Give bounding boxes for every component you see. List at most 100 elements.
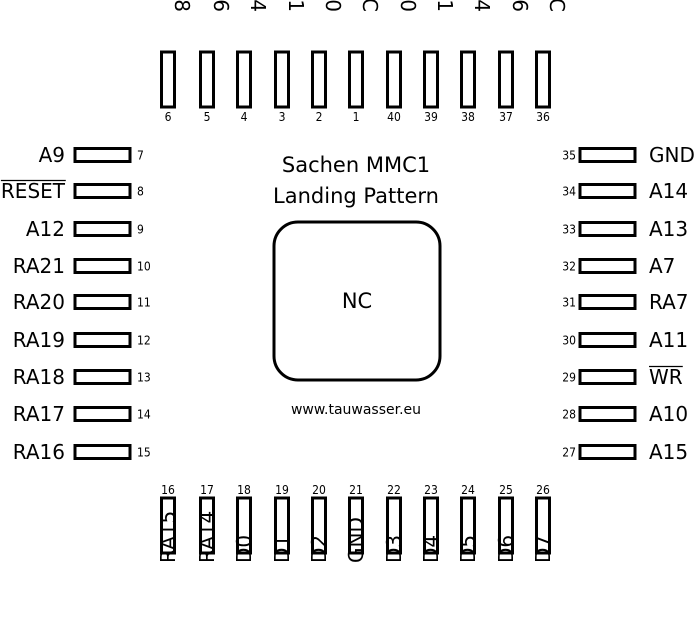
pin-number-26: 26 [536,483,550,497]
pin-name-2: A0 [321,0,345,12]
pad-pin-28 [578,406,637,422]
pin-name-15: RA16 [13,440,65,464]
pad-pin-34 [578,183,637,199]
pin-number-40: 40 [387,110,401,124]
pad-pin-38 [460,50,476,109]
pad-pin-12 [73,332,132,348]
pin-number-9: 9 [137,223,144,237]
pin-name-27: A15 [649,440,688,464]
pin-number-39: 39 [424,110,438,124]
pin-number-16: 16 [161,483,175,497]
pad-pin-17 [199,496,215,555]
pad-pin-6 [160,50,176,109]
pad-pin-37 [498,50,514,109]
pad-pin-33 [578,221,637,237]
pin-number-19: 19 [275,483,289,497]
pad-pin-31 [578,294,637,310]
pin-name-28: A10 [649,402,688,426]
pad-pin-11 [73,294,132,310]
pin-number-6: 6 [165,110,172,124]
pin-number-17: 17 [200,483,214,497]
pin-name-6: A8 [170,0,194,12]
pad-pin-30 [578,332,637,348]
pad-pin-29 [578,369,637,385]
pin-name-34: A14 [649,179,688,203]
pad-pin-21 [348,496,364,555]
pin-number-13: 13 [137,371,151,385]
pad-pin-4 [236,50,252,109]
pin-name-19: D1 [270,535,294,563]
pin-name-16: RA15 [156,511,180,563]
pad-pin-3 [274,50,290,109]
pin-name-1: VCC [358,0,382,12]
pad-pin-27 [578,444,637,460]
pin-name-31: RA7 [649,290,689,314]
pin-name-21: GND [344,517,368,563]
pin-number-23: 23 [424,483,438,497]
pad-pin-16 [160,496,176,555]
center-pad-label: NC [342,289,372,313]
pin-name-37: RA6 [508,0,532,12]
pin-name-3: A1 [284,0,308,12]
pin-name-20: D2 [307,535,331,563]
title-line-2: Landing Pattern [273,184,439,208]
pin-name-13: RA18 [13,365,65,389]
pin-name-32: A7 [649,254,675,278]
pin-number-32: 32 [562,260,576,274]
pin-number-29: 29 [562,371,576,385]
pad-pin-32 [578,258,637,274]
pin-number-15: 15 [137,446,151,460]
pin-number-12: 12 [137,334,151,348]
pin-number-2: 2 [316,110,323,124]
pin-name-11: RA20 [13,290,65,314]
pin-name-22: D3 [382,535,406,563]
pin-number-35: 35 [562,149,576,163]
pin-number-33: 33 [562,223,576,237]
pad-pin-18 [236,496,252,555]
pin-number-11: 11 [137,296,151,310]
pin-name-9: A12 [26,217,65,241]
pin-number-21: 21 [349,483,363,497]
pin-name-7: A9 [39,143,65,167]
pin-name-12: RA19 [13,328,65,352]
pin-number-1: 1 [353,110,360,124]
pad-pin-20 [311,496,327,555]
pad-pin-15 [73,444,132,460]
pin-number-4: 4 [241,110,248,124]
pad-pin-5 [199,50,215,109]
pin-number-22: 22 [387,483,401,497]
website-label: www.tauwasser.eu [291,402,421,418]
pin-name-38: RA4 [470,0,494,12]
pad-pin-19 [274,496,290,555]
pin-name-39: RA1 [433,0,457,12]
pin-number-18: 18 [237,483,251,497]
pin-name-30: A11 [649,328,688,352]
pin-number-36: 36 [536,110,550,124]
pin-number-24: 24 [461,483,475,497]
pad-pin-1 [348,50,364,109]
title-line-1: Sachen MMC1 [282,153,430,177]
center-pad [272,220,442,382]
pin-name-36: VCC [545,0,569,12]
pad-pin-23 [423,496,439,555]
pad-pin-7 [73,147,132,163]
pin-number-8: 8 [137,185,144,199]
pad-pin-9 [73,221,132,237]
pin-name-14: RA17 [13,402,65,426]
pin-name-17: RA14 [195,511,219,563]
pin-number-30: 30 [562,334,576,348]
pad-pin-22 [386,496,402,555]
pin-number-3: 3 [279,110,286,124]
pad-pin-13 [73,369,132,385]
pin-name-40: RA0 [396,0,420,12]
pad-pin-2 [311,50,327,109]
pad-pin-14 [73,406,132,422]
pin-name-33: A13 [649,217,688,241]
pin-number-34: 34 [562,185,576,199]
pin-name-4: A4 [246,0,270,12]
pin-number-25: 25 [499,483,513,497]
pin-name-29: WR [649,365,683,389]
pin-number-20: 20 [312,483,326,497]
pad-pin-8 [73,183,132,199]
pad-pin-39 [423,50,439,109]
